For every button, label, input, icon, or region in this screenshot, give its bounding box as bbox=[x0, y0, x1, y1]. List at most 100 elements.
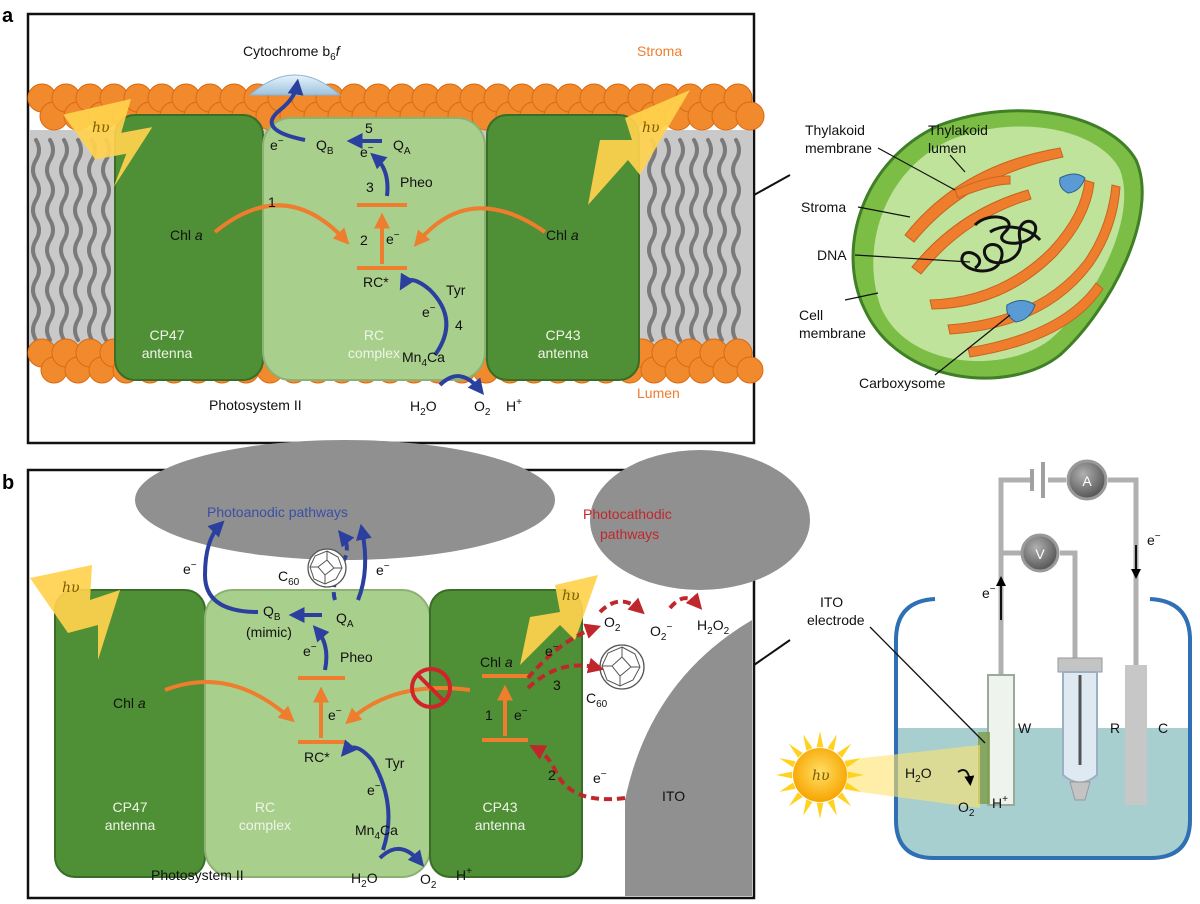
e-label-b4: e− bbox=[328, 706, 342, 723]
dna-label: DNA bbox=[817, 247, 847, 263]
h2o2-label: H2O2 bbox=[697, 617, 730, 637]
qa-label: QA bbox=[393, 137, 411, 157]
chl-a-right: Chl a bbox=[546, 227, 579, 243]
sun-ray bbox=[844, 758, 861, 768]
connector-line-b bbox=[753, 639, 791, 666]
electrode-surfaces bbox=[135, 440, 810, 896]
sun-ray bbox=[803, 799, 813, 816]
qa-to-photoanode-arrow bbox=[356, 523, 372, 601]
mimic-label: (mimic) bbox=[246, 624, 292, 640]
superoxide-to-peroxide-arrow bbox=[668, 592, 703, 610]
h2o-label-cell: H2O bbox=[905, 765, 932, 785]
sun-ray bbox=[803, 734, 813, 751]
carboxysome-label: Carboxysome bbox=[859, 375, 946, 391]
energy-transfer-arrow-right bbox=[413, 206, 547, 247]
ito-to-chl-arrow bbox=[529, 744, 626, 802]
chl-to-o2-arrow bbox=[526, 623, 602, 680]
hplus-label-cell: H+ bbox=[992, 794, 1008, 811]
sun-ray bbox=[847, 771, 864, 779]
ammeter-label: A bbox=[1082, 473, 1092, 489]
sun-ray bbox=[788, 792, 803, 807]
lipid-tail bbox=[45, 138, 55, 342]
hv-label-b-right: hυ bbox=[562, 588, 580, 604]
e-label-cell-w: e− bbox=[982, 584, 996, 601]
o2-label-cell: O2 bbox=[958, 799, 975, 819]
cell-container bbox=[894, 597, 1192, 860]
sun-ray bbox=[816, 731, 824, 748]
energy-transfer-arrow-left-b bbox=[164, 680, 295, 723]
qb-label-b: QB bbox=[263, 603, 281, 623]
light-beam bbox=[845, 745, 980, 808]
c60-label-top: C60 bbox=[278, 568, 300, 588]
circuit-wires bbox=[998, 477, 1139, 680]
lipid-tail bbox=[675, 138, 685, 342]
ito-electrode-leader bbox=[869, 626, 986, 744]
panel-a-label: a bbox=[2, 5, 14, 27]
thylakoid bbox=[954, 175, 1011, 199]
step-b2: 2 bbox=[548, 767, 556, 783]
hplus-label: H+ bbox=[506, 397, 522, 414]
reference-cap bbox=[1057, 657, 1103, 673]
chl-a-right-b: Chl a bbox=[480, 654, 513, 670]
lipid-tail bbox=[647, 138, 657, 342]
o2-to-superoxide-arrow bbox=[598, 597, 645, 615]
cyanobacterium-cell bbox=[851, 109, 1144, 380]
electrochemical-cell: A V bbox=[776, 459, 1192, 860]
water-oxidation-arrow-c bbox=[957, 769, 975, 786]
e-label-b2: e− bbox=[376, 561, 390, 578]
lipid-tail bbox=[717, 138, 727, 342]
prohibition-icon bbox=[410, 667, 452, 709]
lipid-tail bbox=[689, 138, 699, 342]
step-3: 3 bbox=[366, 179, 374, 195]
lipid-tails-a bbox=[31, 138, 741, 342]
rc-complex-block bbox=[262, 117, 486, 381]
o2-label-b: O2 bbox=[604, 614, 621, 634]
fullerene-icon bbox=[599, 644, 645, 690]
e-label-3: e− bbox=[386, 230, 400, 247]
superoxide-label: O2− bbox=[650, 622, 672, 643]
hv-label-sun: hυ bbox=[812, 768, 830, 784]
ito-label: ITO bbox=[662, 788, 685, 804]
pheo-to-qa-arrow bbox=[370, 152, 390, 197]
qb-to-cytochrome-arrow bbox=[269, 78, 306, 142]
step-4: 4 bbox=[455, 317, 463, 333]
chl-a-left: Chl a bbox=[170, 227, 203, 243]
sun-ray bbox=[827, 799, 837, 816]
thylakoid bbox=[929, 179, 1095, 310]
hv-label-right: hυ bbox=[642, 120, 660, 136]
sun-icon bbox=[776, 731, 864, 819]
sun-ray bbox=[837, 743, 852, 758]
o2-label-b-bottom: O2 bbox=[420, 871, 437, 891]
lipid-head bbox=[735, 101, 765, 131]
step-5: 5 bbox=[365, 120, 373, 136]
qb-label: QB bbox=[316, 137, 334, 157]
ammeter-icon bbox=[1066, 459, 1108, 501]
tyr-label-b: Tyr bbox=[385, 755, 405, 771]
cell-leader-lines bbox=[844, 147, 1011, 376]
qa-label-b: QA bbox=[336, 610, 354, 630]
photosystem-ii-label: Photosystem II bbox=[209, 397, 302, 413]
carboxysome-top bbox=[1059, 173, 1086, 194]
lipid-head bbox=[736, 356, 764, 384]
photosystem-ii-label-b: Photosystem II bbox=[151, 867, 244, 883]
e-label-b5: e− bbox=[367, 781, 381, 798]
qb-to-photoanode-arrow bbox=[202, 520, 259, 614]
cytochrome-label: Cytochrome b6f bbox=[243, 43, 342, 63]
e-label-b6: e− bbox=[514, 706, 528, 723]
voltmeter-label: V bbox=[1035, 546, 1045, 562]
e-label-b3: e− bbox=[303, 642, 317, 659]
voltmeter-icon bbox=[1020, 533, 1060, 573]
thylakoid bbox=[911, 189, 1032, 275]
sun-ray bbox=[816, 802, 824, 819]
step-b1: 1 bbox=[485, 707, 493, 723]
thylakoid bbox=[904, 147, 1064, 243]
step-b3: 3 bbox=[553, 677, 561, 693]
pheo-label: Pheo bbox=[400, 174, 433, 190]
carboxysome-bottom bbox=[1006, 300, 1036, 323]
